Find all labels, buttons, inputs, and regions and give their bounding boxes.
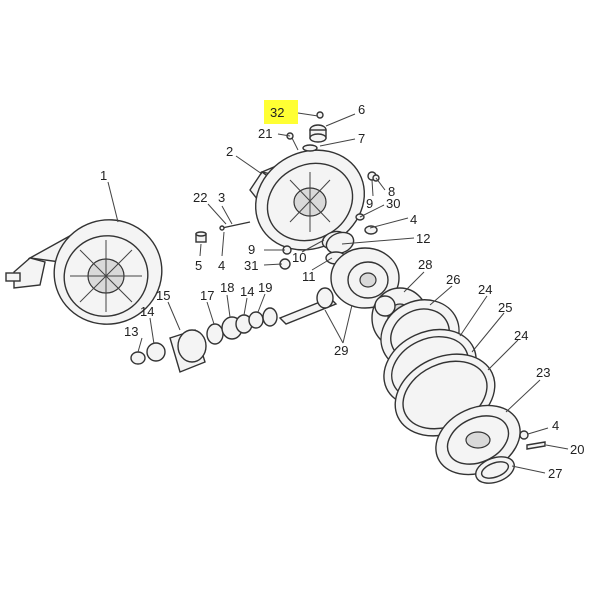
part-main-case [249,149,366,251]
callout-6: 6 [358,102,365,117]
callout-25: 25 [498,300,512,315]
callout-11: 11 [302,269,316,284]
callout-4-center: 4 [410,212,417,227]
part-bolt-5 [195,231,207,243]
callout-8: 8 [388,184,395,199]
part-seal-27 [475,456,515,484]
callout-10: 10 [292,250,306,265]
callout-23: 23 [536,365,550,380]
callout-18: 18 [220,280,234,295]
callout-31: 31 [244,258,258,273]
callout-3: 3 [218,190,225,205]
callout-19: 19 [258,280,272,295]
callout-24-top: 24 [478,282,492,297]
part-rings-10-12 [321,230,355,265]
part-pinion-shaft [278,287,338,325]
part-bolts-lower [279,245,292,270]
callout-15: 15 [156,288,170,303]
callout-20: 20 [570,442,584,457]
callout-17: 17 [200,288,214,303]
callout-32-highlight [264,100,298,124]
callout-28: 28 [418,257,432,272]
callout-32: 32 [270,105,284,120]
leader-lines [107,112,569,474]
callout-26: 26 [446,272,460,287]
callout-24-bottom: 24 [514,328,528,343]
part-cap [302,111,327,152]
callout-labels: 32 1 2 3 22 6 7 21 8 9 30 4 12 10 11 9 3… [100,100,584,481]
part-pin-22 [219,221,251,231]
callout-1: 1 [100,168,107,183]
callout-14-left: 14 [140,304,154,319]
callout-4-left: 4 [218,258,225,273]
callout-9-left: 9 [248,242,255,257]
part-housing-cover [5,219,163,325]
callout-29: 29 [334,343,348,358]
callout-13: 13 [124,324,138,339]
part-ring-gear [330,247,400,309]
callout-2: 2 [226,144,233,159]
callout-7: 7 [358,131,365,146]
callout-30: 30 [386,196,400,211]
callout-5: 5 [195,258,202,273]
callout-22: 22 [193,190,207,205]
callout-9-right: 9 [366,196,373,211]
callout-14-mid: 14 [240,284,254,299]
callout-4-right: 4 [552,418,559,433]
part-bearing-stack [130,307,278,373]
callout-21: 21 [258,126,272,141]
part-bolt-20 [519,430,546,450]
callout-27: 27 [548,466,562,481]
callout-12: 12 [416,231,430,246]
